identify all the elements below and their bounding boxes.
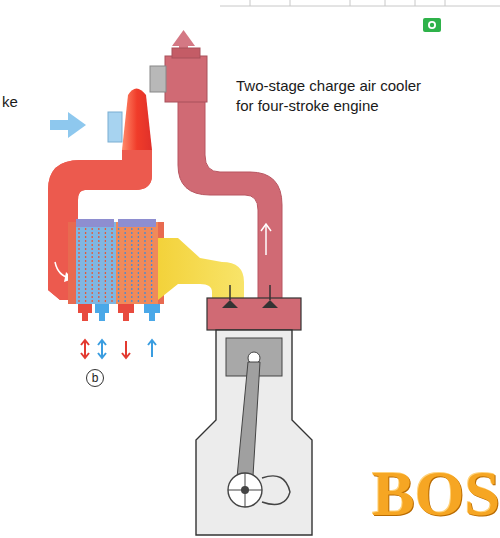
callout-circle: b [86, 369, 104, 387]
engine [196, 285, 312, 535]
flow-arrow [261, 224, 271, 255]
watermark: BOS [372, 462, 500, 526]
water-flow-arrows [81, 340, 156, 358]
diagram-title: Two-stage charge air cooler for four-str… [236, 76, 441, 116]
turbine-housing [165, 56, 207, 102]
compressor [122, 89, 152, 151]
callout-letter: b [92, 372, 99, 384]
camera-icon [423, 18, 441, 32]
cooler-fins [79, 228, 152, 302]
cut-off-label: ke [2, 93, 18, 110]
inlet-arrow [50, 112, 86, 138]
water-connection [78, 304, 160, 321]
cooler-stage [76, 219, 158, 304]
table-edge [220, 0, 500, 6]
cooled-air-duct [158, 238, 244, 300]
